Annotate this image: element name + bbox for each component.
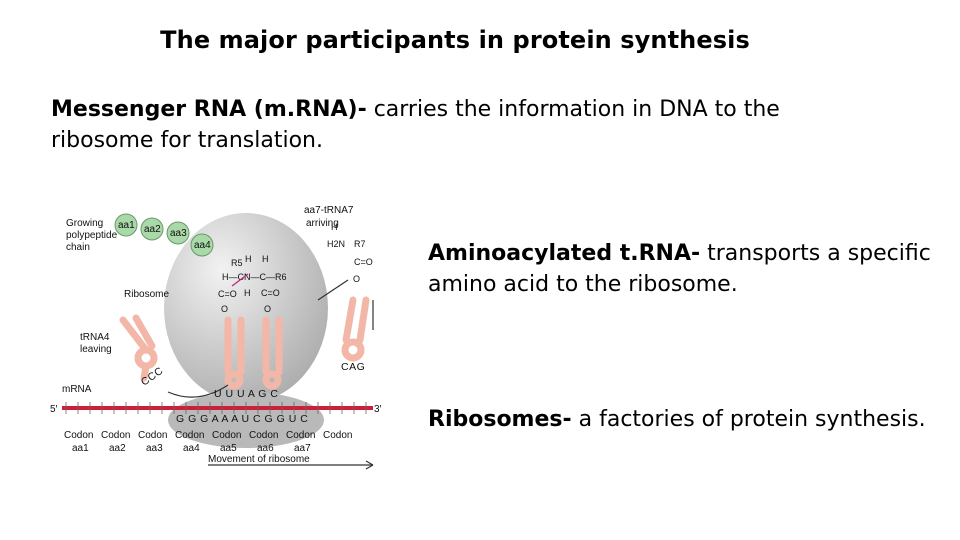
svg-text:Codon: Codon: [138, 430, 167, 441]
leaving-label: tRNA4: [80, 332, 110, 343]
polypeptide-chain: aa1 aa2 aa3 aa4: [114, 213, 214, 257]
aa-bead-label: aa4: [194, 240, 211, 251]
svg-text:R5: R5: [231, 258, 243, 268]
svg-text:Codon: Codon: [64, 430, 93, 441]
svg-text:O: O: [264, 304, 271, 314]
svg-text:Codon: Codon: [101, 430, 130, 441]
ribosome-paragraph: Ribosomes- a factories of protein synthe…: [428, 404, 948, 435]
peptide-bond-structure: R5 H—C C=O O H H N—C—R6 H C=O O H H2N R7…: [218, 222, 373, 314]
mrna-sequence: G G G A A A U C G G U C: [176, 413, 308, 425]
anticodon-cag: CAG: [341, 361, 365, 373]
ribosome-large-subunit: [164, 213, 328, 403]
growing-label: chain: [66, 242, 90, 253]
svg-text:H: H: [331, 222, 338, 232]
anticodon-sequence: U U U A G C: [214, 388, 278, 400]
svg-text:aa4: aa4: [183, 443, 200, 454]
mrna-label: mRNA: [62, 384, 92, 395]
svg-text:H2N: H2N: [327, 239, 345, 249]
growing-label: Growing: [66, 218, 103, 229]
leaving-label: leaving: [80, 344, 112, 355]
five-prime-label: 5′: [50, 404, 58, 415]
svg-text:C=O: C=O: [218, 289, 237, 299]
mrna-term: Messenger RNA (m.RNA)-: [51, 97, 367, 122]
trna-paragraph: Aminoacylated t.RNA- transports a specif…: [428, 238, 948, 300]
svg-text:aa6: aa6: [257, 443, 274, 454]
mrna-ticks: [65, 402, 367, 414]
codon-row: Codon Codon Codon Codon Codon Codon Codo…: [64, 430, 352, 441]
ribosome-label: Ribosome: [124, 289, 169, 300]
aa-bead-label: aa2: [144, 224, 161, 235]
svg-text:H: H: [245, 254, 252, 264]
movement-label: Movement of ribosome: [208, 454, 310, 465]
trna-description: transports a specific amino acid to the …: [428, 241, 931, 297]
svg-text:aa5: aa5: [220, 443, 237, 454]
svg-text:H: H: [262, 254, 269, 264]
protein-synthesis-diagram: aa1 aa2 aa3 aa4 R5 H—C C=O O H H N—C—R6 …: [50, 205, 382, 470]
svg-text:aa2: aa2: [109, 443, 126, 454]
arriving-label: aa7-tRNA7: [304, 205, 354, 216]
svg-text:C=O: C=O: [354, 257, 373, 267]
svg-text:aa3: aa3: [146, 443, 163, 454]
svg-text:C=O: C=O: [261, 288, 280, 298]
svg-text:Codon: Codon: [249, 430, 278, 441]
arriving-arrow: [317, 279, 349, 301]
svg-text:aa7: aa7: [294, 443, 311, 454]
leaving-arrow: [167, 384, 229, 398]
svg-text:Codon: Codon: [323, 430, 352, 441]
page-title: The major participants in protein synthe…: [160, 26, 750, 54]
mrna-paragraph: Messenger RNA (m.RNA)- carries the infor…: [51, 94, 811, 156]
svg-text:Codon: Codon: [175, 430, 204, 441]
codon-aa-row: aa1 aa2 aa3 aa4 aa5 aa6 aa7: [72, 443, 311, 454]
svg-text:H: H: [244, 288, 251, 298]
trna-molecules: [119, 296, 370, 390]
arriving-label: arriving: [306, 218, 339, 229]
ribosome-term: Ribosomes-: [428, 407, 572, 432]
svg-text:H—C: H—C: [222, 272, 244, 282]
svg-text:Codon: Codon: [212, 430, 241, 441]
aa-bead-label: aa3: [170, 228, 187, 239]
svg-text:R7: R7: [354, 239, 366, 249]
svg-text:aa1: aa1: [72, 443, 89, 454]
three-prime-label: 3′: [374, 404, 382, 415]
mrna-description: carries the information in DNA to the ri…: [51, 97, 780, 153]
svg-text:Codon: Codon: [286, 430, 315, 441]
svg-text:O: O: [353, 274, 360, 284]
growing-label: polypeptide: [66, 230, 118, 241]
aa-bead-label: aa1: [118, 220, 135, 231]
svg-text:O: O: [221, 304, 228, 314]
ribosome-description: a factories of protein synthesis.: [571, 407, 926, 432]
svg-text:N—C—R6: N—C—R6: [244, 272, 287, 282]
trna-term: Aminoacylated t.RNA-: [428, 241, 701, 266]
